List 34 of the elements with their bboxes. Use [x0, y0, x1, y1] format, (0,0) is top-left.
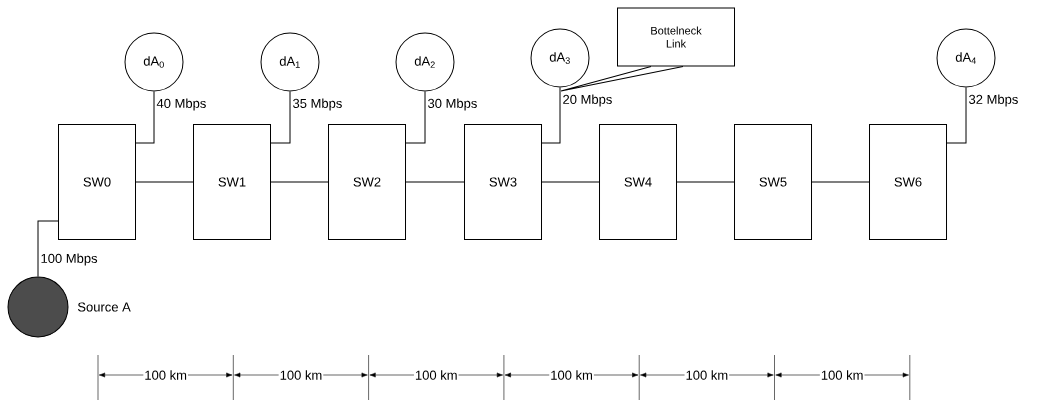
switch-box: SW0 — [58, 124, 136, 240]
link-line — [405, 181, 465, 183]
dimension-label: 100 km — [143, 369, 188, 381]
switch-box: SW2 — [328, 124, 406, 240]
dimension-label: 100 km — [819, 369, 865, 381]
edge-label: 32 Mbps — [969, 94, 1018, 107]
link-line — [541, 181, 600, 183]
link-line — [405, 91, 426, 144]
switch-box: SW5 — [734, 124, 812, 240]
dimension-label: 100 km — [278, 369, 324, 381]
link-line — [135, 91, 155, 144]
callout-box: Bottelneck Link — [617, 7, 735, 67]
link-line — [270, 91, 291, 144]
link-line — [270, 181, 329, 183]
switch-box: SW1 — [193, 124, 271, 240]
switch-box: SW4 — [599, 124, 677, 240]
dimension-label: 100 km — [684, 369, 730, 381]
link-line — [811, 181, 870, 183]
edge-label: 30 Mbps — [428, 98, 477, 111]
switch-box: SW6 — [869, 124, 947, 240]
edge-label: 20 Mbps — [563, 94, 612, 107]
source-circle — [7, 276, 69, 338]
link-line — [135, 181, 194, 183]
link-line — [676, 181, 735, 183]
link-line — [541, 87, 561, 144]
dimension-label: 100 km — [413, 369, 459, 381]
link-line — [37, 220, 59, 277]
edge-label: 35 Mbps — [293, 98, 342, 111]
dimension-label: 100 km — [549, 369, 594, 381]
switch-box: SW3 — [464, 124, 542, 240]
edge-label: 40 Mbps — [156, 98, 206, 111]
edge-label: 100 Mbps — [41, 253, 98, 266]
link-line — [946, 87, 967, 144]
node-caption: Source A — [77, 302, 131, 312]
